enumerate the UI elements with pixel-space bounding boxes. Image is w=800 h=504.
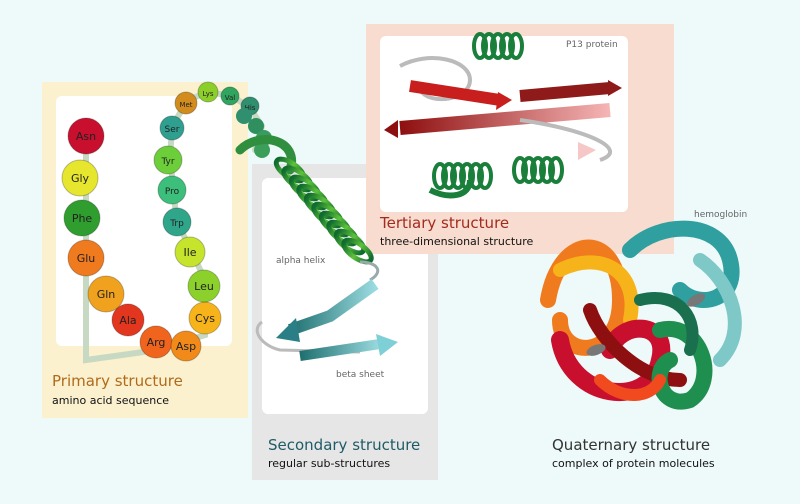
tertiary-helix-turn [468, 162, 484, 190]
residue-lys [197, 81, 219, 103]
residue-trp [162, 207, 192, 237]
residue-label: Val [225, 94, 236, 102]
residue-label: Gln [97, 288, 116, 301]
residue-label: Glu [77, 252, 96, 265]
residue-label: Asp [176, 340, 196, 353]
residue-label: Met [179, 101, 192, 109]
tertiary-helix-turn [432, 162, 448, 190]
tertiary-helix-turn [472, 32, 488, 60]
residue-glu [67, 239, 105, 277]
tertiary-protein-graphic [384, 32, 622, 199]
beta-sheet-label: beta sheet [336, 370, 385, 380]
helix-turn [341, 237, 374, 265]
tertiary-helix-turn [548, 156, 564, 184]
residue-phe [63, 199, 101, 237]
tertiary-helix-turn [441, 162, 457, 190]
primary-structure-title: Primary structure [52, 372, 183, 390]
tertiary-helix-turn [521, 156, 537, 184]
p13-protein-label: P13 protein [566, 40, 618, 50]
quaternary-structure-subtitle: complex of protein molecules [552, 457, 715, 470]
secondary-structure-title: Secondary structure [268, 436, 421, 454]
hemoglobin-label: hemoglobin [694, 210, 748, 220]
quaternary-structure-title: Quaternary structure [552, 436, 711, 454]
residue-tyr [153, 145, 183, 175]
alpha-helix-label: alpha helix [276, 256, 326, 266]
residue-label: Ser [165, 125, 180, 135]
residue-label: Tyr [160, 157, 174, 167]
hemoglobin-graphic [540, 220, 742, 410]
tertiary-helix-turn [530, 156, 546, 184]
residue-label: Leu [194, 280, 214, 293]
residue-ile [174, 236, 206, 268]
residue-leu [187, 269, 221, 303]
residue-val [220, 86, 240, 106]
residue-label: Asn [76, 130, 96, 143]
residue-gln [87, 275, 125, 313]
residue-ser [159, 115, 185, 141]
residue-label: Ala [119, 314, 136, 327]
alpha-helix-graphic [235, 135, 380, 282]
residue-label: Cys [195, 312, 215, 325]
residue-label: Gly [71, 172, 90, 185]
tertiary-helix-turn [490, 32, 506, 60]
tertiary-helix-turn [508, 32, 524, 60]
heme-groups [586, 293, 706, 356]
beta-sheet-graphic [255, 279, 398, 361]
residue-label: Arg [147, 336, 166, 349]
primary-structure-subtitle: amino acid sequence [52, 394, 170, 407]
residue-label: Ile [183, 246, 196, 259]
secondary-structure-subtitle: regular sub-structures [268, 457, 391, 470]
residue-gly [61, 159, 99, 197]
residue-met [174, 91, 198, 115]
tertiary-helix-turn [477, 162, 493, 190]
residue-ala [111, 303, 145, 337]
tertiary-structure-subtitle: three-dimensional structure [380, 235, 534, 248]
residue-label: Lys [202, 90, 213, 98]
tertiary-helix-turn [539, 156, 555, 184]
residue-pro [157, 175, 187, 205]
tertiary-structure-title: Tertiary structure [380, 214, 510, 232]
tertiary-helix-turn [481, 32, 497, 60]
residue-label: His [245, 104, 256, 112]
residue-cys [188, 301, 222, 335]
residue-label: Trp [169, 219, 184, 229]
residue-label: Pro [165, 187, 180, 197]
tertiary-helix-turn [499, 32, 515, 60]
residue-label: Phe [72, 212, 93, 225]
tertiary-helix-turn [450, 162, 466, 190]
tertiary-helix-turn [512, 156, 528, 184]
residue-asp [170, 330, 202, 362]
residue-asn [67, 117, 105, 155]
